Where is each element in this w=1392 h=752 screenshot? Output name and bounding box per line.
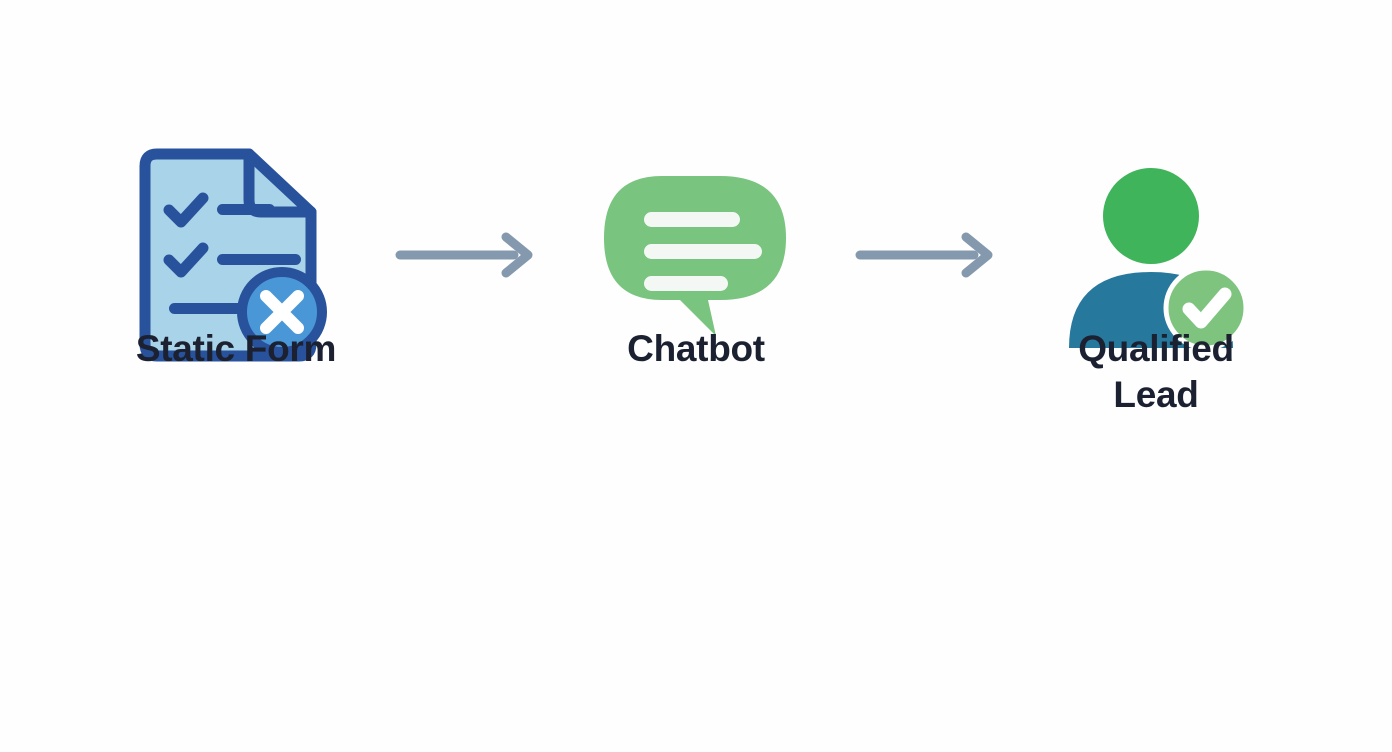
chatbot-icon-box <box>546 0 846 336</box>
x-mark-icon <box>260 289 304 334</box>
document-text-line-3 <box>169 302 245 314</box>
stage-label-chatbot: Chatbot <box>627 328 765 369</box>
arrow-head <box>501 232 532 278</box>
qualified-lead-icon-box <box>1006 0 1306 350</box>
stage-qualified-lead: Qualified Lead <box>1006 0 1306 417</box>
chat-line-3 <box>644 275 728 291</box>
arrow-head <box>961 232 992 278</box>
static-form-icon-box <box>86 0 386 361</box>
stage-label-static-form: Static Form <box>135 328 337 369</box>
connector-form-to-chatbot <box>386 0 546 300</box>
stage-chatbot: Chatbot <box>546 0 846 372</box>
stage-label-qualified-lead: Qualified Lead <box>1078 328 1234 415</box>
check-mark-icon <box>1182 287 1231 329</box>
checkmark-row-1-icon <box>163 192 209 227</box>
document-checklist-with-x-badge-icon <box>139 148 327 361</box>
chat-line-2 <box>644 243 762 259</box>
chat-line-1 <box>644 211 740 227</box>
arrow-right-icon <box>855 232 992 278</box>
person-head-icon <box>1102 168 1199 264</box>
document-text-line-2 <box>217 253 301 265</box>
arrow-right-icon <box>395 232 532 278</box>
stage-static-form: Static Form <box>86 0 386 372</box>
chat-bubble-icon <box>604 175 786 336</box>
checkmark-row-2-icon <box>163 242 209 277</box>
person-with-check-badge-icon <box>1068 168 1248 350</box>
document-text-line-1 <box>217 203 275 215</box>
connector-chatbot-to-lead <box>846 0 1006 300</box>
